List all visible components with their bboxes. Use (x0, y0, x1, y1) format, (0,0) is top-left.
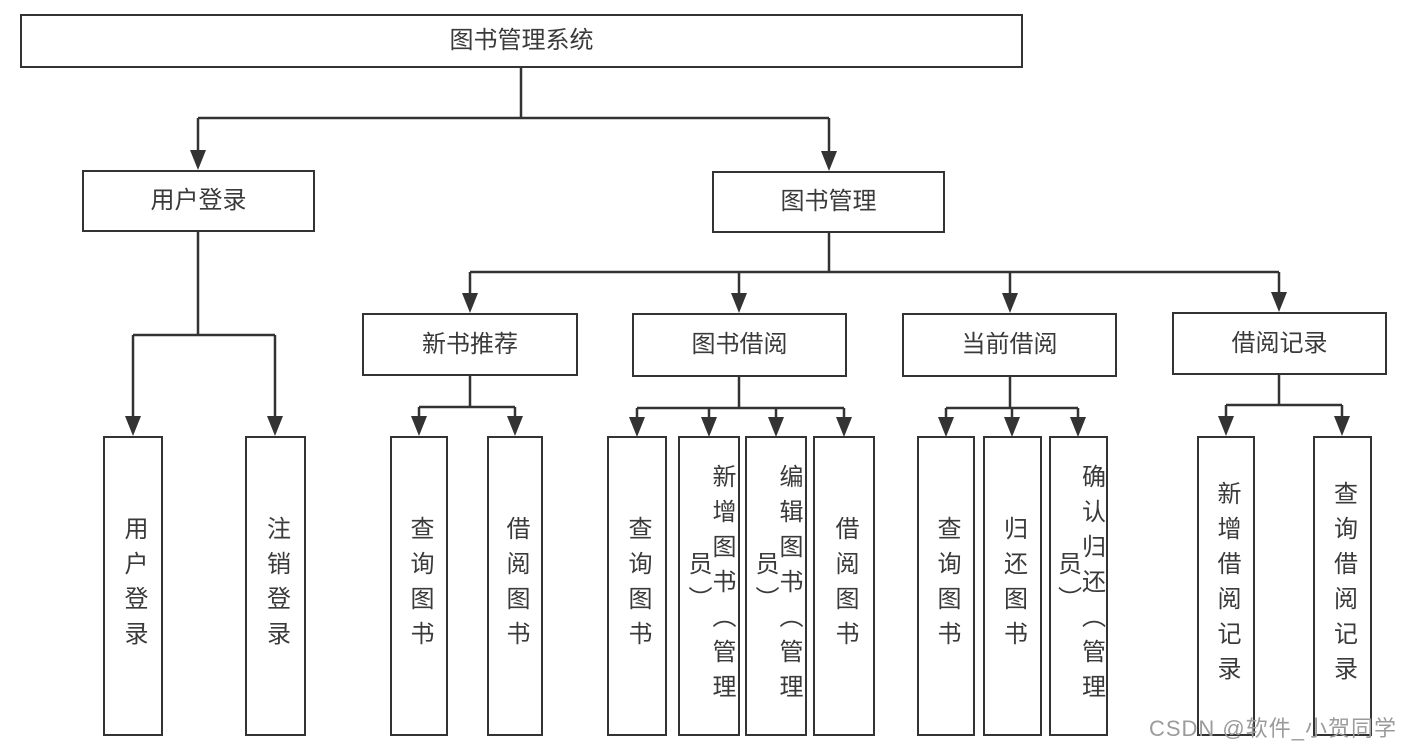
leaf-query-borrow-record: 查询借阅记录 (1313, 436, 1372, 736)
leaf-borrow-books-borrowing: 借阅图书 (813, 436, 875, 736)
leaf-edit-books-admin: 编辑图书（管理员） (745, 436, 807, 736)
leaf-add-borrow-record: 新增借阅记录 (1197, 436, 1255, 736)
leaf-query-books-borrowing: 查询图书 (607, 436, 667, 736)
node-book-borrowing: 图书借阅 (632, 313, 847, 377)
leaf-borrow-books-recommend: 借阅图书 (487, 436, 543, 736)
leaf-logout: 注销登录 (245, 436, 306, 736)
leaf-return-books: 归还图书 (983, 436, 1042, 736)
leaf-confirm-return-admin: 确认归还（管理员） (1049, 436, 1108, 736)
node-current-borrowing: 当前借阅 (902, 313, 1117, 377)
watermark-text: CSDN @软件_小贺同学 (1148, 716, 1397, 741)
leaf-query-books-recommend: 查询图书 (390, 436, 448, 736)
node-user-login: 用户登录 (82, 170, 315, 232)
node-new-book-recommendation: 新书推荐 (362, 313, 578, 376)
node-library-management-system: 图书管理系统 (20, 14, 1023, 68)
leaf-user-login: 用户登录 (103, 436, 163, 736)
leaf-query-books-current: 查询图书 (917, 436, 975, 736)
node-borrowing-records: 借阅记录 (1172, 312, 1387, 375)
leaf-add-books-admin: 新增图书（管理员） (678, 436, 740, 736)
node-book-management: 图书管理 (712, 171, 945, 233)
